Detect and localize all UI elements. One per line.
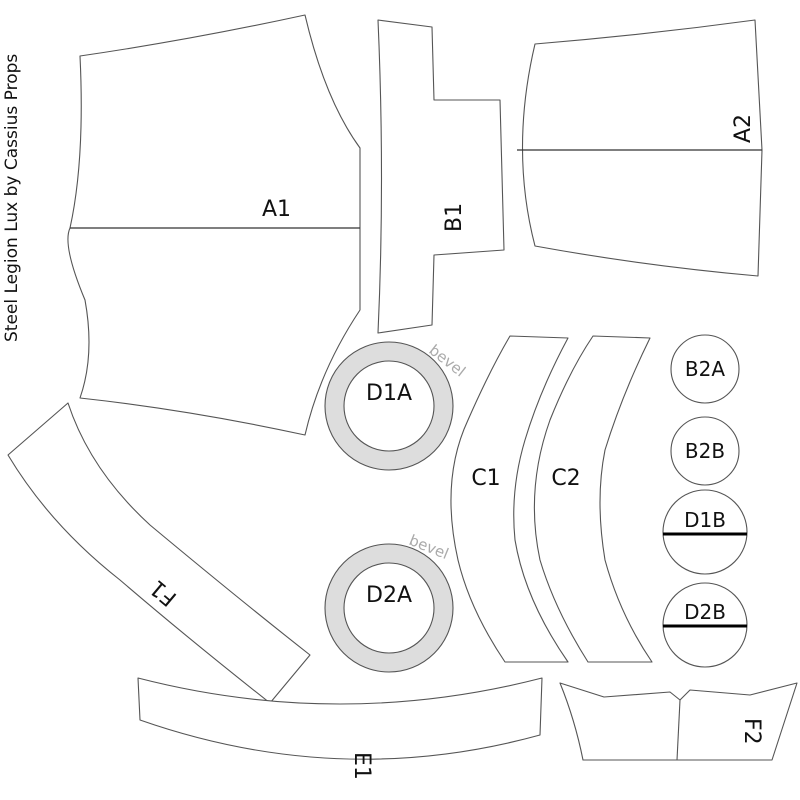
piece-a2: A2 (517, 19, 763, 277)
label-d1b: D1B (684, 508, 726, 532)
label-d1a: D1A (366, 381, 412, 406)
credit-text: Steel Legion Lux by Cassius Props (2, 54, 22, 342)
piece-b2b: B2B (670, 416, 740, 486)
d2a-inner-disc (343, 562, 435, 654)
piece-a1: A1 (67, 14, 361, 436)
label-a1: A1 (262, 197, 291, 222)
piece-d2b: D2B (662, 582, 748, 668)
label-b2b: B2B (685, 439, 725, 463)
label-c2: C2 (551, 466, 580, 491)
label-c1: C1 (471, 466, 500, 491)
label-d2b: D2B (684, 600, 726, 624)
label-f2: F2 (739, 718, 764, 745)
label-b1: B1 (442, 203, 467, 232)
piece-b1: B1 (377, 19, 505, 334)
piece-f1: F1 (7, 402, 311, 704)
f2-center-seam (676, 699, 681, 761)
piece-d1a: D1A bevel (324, 341, 469, 471)
label-d2a: D2A (366, 583, 412, 608)
piece-b2a: B2A (670, 334, 740, 404)
label-b2a: B2A (685, 357, 725, 381)
label-a2: A2 (731, 114, 756, 143)
piece-e1: E1 (137, 677, 543, 780)
label-e1: E1 (349, 752, 374, 780)
piece-d1b: D1B (662, 489, 748, 575)
piece-c1: C1 (450, 335, 569, 663)
piece-c2: C2 (533, 335, 653, 663)
piece-d2a: D2A bevel (324, 531, 454, 673)
d1a-inner-disc (343, 360, 435, 452)
piece-f2: F2 (559, 682, 798, 761)
